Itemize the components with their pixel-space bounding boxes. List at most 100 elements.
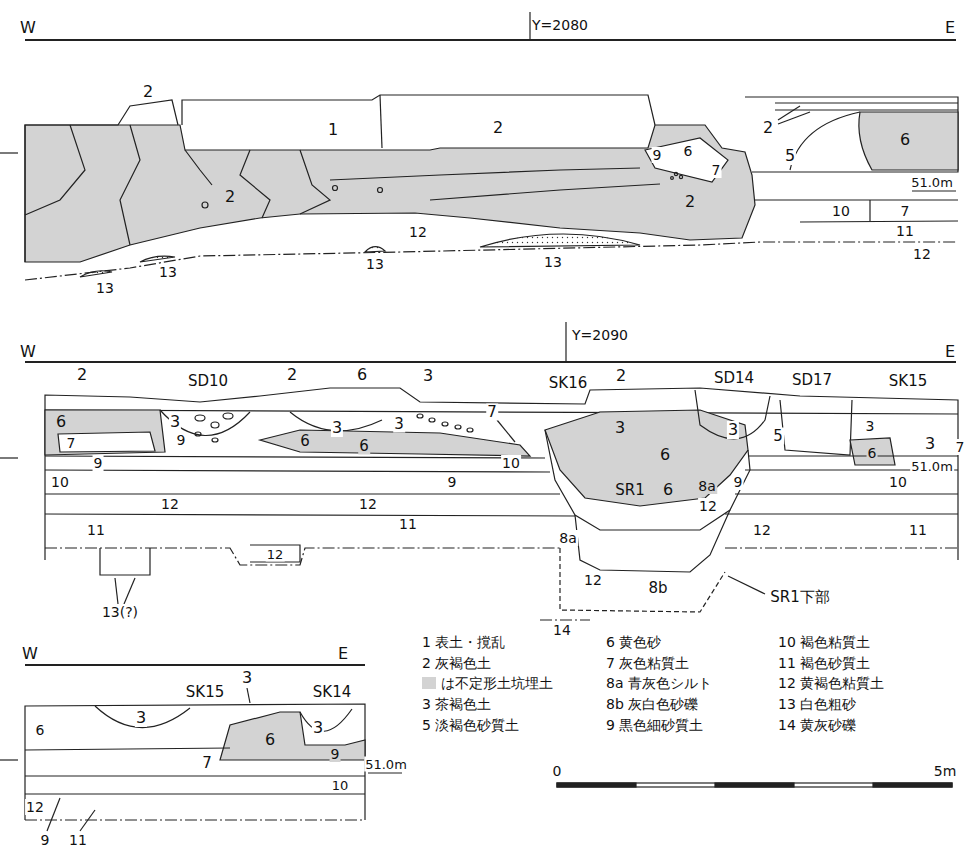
section-line [775, 102, 958, 103]
feature-label: SD17 [791, 372, 833, 389]
feature-label: SK15 [185, 684, 225, 701]
legend-entry: 9 黒色細砂質土 [606, 716, 703, 734]
section-line [45, 548, 560, 565]
section-line [755, 199, 958, 200]
feature-label: SD14 [713, 370, 755, 387]
layer-number: 6 [659, 446, 671, 464]
layer-number: 2 [142, 83, 154, 101]
feature-label: SD10 [187, 373, 229, 390]
layer-number: 9 [447, 474, 458, 490]
layer-number: 1 [327, 121, 339, 139]
section-line [497, 420, 515, 442]
grid-coordinate: Y=2090 [571, 327, 629, 343]
layer-number: 2 [492, 119, 504, 137]
legend-text: 2 灰褐色土 [422, 654, 491, 672]
section-line [850, 438, 895, 465]
lower-section [0, 665, 402, 831]
layer-number: 6 [35, 722, 46, 738]
section-line [859, 112, 958, 170]
layer-number: 11 [895, 223, 915, 239]
layer-number: 11 [908, 522, 928, 538]
section-line [671, 177, 674, 180]
section-line [728, 576, 765, 594]
section-line [25, 793, 365, 794]
legend-entry: 5 淡褐色砂質土 [422, 716, 519, 734]
section-line [695, 390, 770, 439]
layer-number: 12 [266, 547, 285, 562]
layer-number: 2 [684, 193, 696, 211]
section-line [645, 138, 728, 182]
legend-entry: 12 黄褐色粘質土 [778, 674, 884, 692]
section-line [124, 578, 135, 604]
layer-number: 13 [95, 280, 115, 296]
layer-number: 6 [683, 143, 694, 159]
layer-number: 3 [727, 421, 739, 439]
section-line [430, 184, 660, 200]
section-line [873, 783, 952, 787]
layer-number: 12 [752, 522, 772, 538]
section-line [442, 422, 448, 426]
section-line [800, 221, 958, 222]
section-line [748, 455, 958, 456]
layer-number: 13 [158, 264, 178, 280]
section-line [745, 97, 958, 172]
layer-number: 2 [286, 366, 298, 384]
legend-entry: 3 茶褐色土 [422, 695, 491, 713]
section-line [467, 428, 473, 432]
section-line [212, 438, 218, 442]
section-line [80, 810, 95, 831]
section-line [540, 619, 590, 620]
layer-number: 12 [583, 572, 603, 588]
layer-number: 3 [135, 709, 147, 727]
section-line [25, 819, 365, 820]
section-line [25, 242, 958, 280]
section-line [0, 759, 18, 760]
layer-number: 10 [501, 455, 521, 471]
section-line [557, 783, 952, 787]
layer-number: 6 [264, 731, 276, 749]
legend-text: 14 黄灰砂礫 [778, 716, 856, 734]
legend-entry: 6 黄色砂 [606, 633, 661, 651]
scale-bar [557, 783, 952, 787]
layer-number: 2 [76, 366, 88, 384]
layer-number: 9 [176, 432, 187, 448]
section-line [25, 125, 85, 215]
legend-text: 6 黄色砂 [606, 633, 661, 651]
legend-entry: 8a 青灰色シルト [606, 674, 712, 692]
layer-number: 3 [614, 419, 626, 437]
layer-number: 7 [66, 435, 77, 451]
section-line [545, 430, 750, 530]
layer-number: 11 [68, 832, 88, 848]
legend-text: 9 黒色細砂質土 [606, 716, 703, 734]
section-line [25, 39, 956, 41]
layer-number: 8a [558, 530, 578, 546]
legend-swatch [422, 677, 436, 689]
section-line [202, 202, 208, 208]
legend-text: 5 淡褐色砂質土 [422, 716, 519, 734]
layer-number: 9 [330, 746, 341, 762]
section-line [429, 418, 435, 422]
section-line [565, 322, 566, 362]
layer-number: 3 [924, 435, 936, 453]
section-line [0, 152, 18, 153]
legend-entry: 11 褐色砂質土 [778, 654, 870, 672]
layer-number: 8b [647, 580, 668, 597]
section-line [240, 150, 270, 218]
section-line [560, 548, 725, 612]
legend-entry: は不定形土坑埋土 [422, 674, 553, 692]
layer-number: 3 [241, 669, 253, 687]
section-line [45, 410, 165, 455]
section-line [250, 545, 300, 562]
section-line [725, 547, 958, 548]
layer-number: 7 [900, 203, 911, 219]
section-line [455, 425, 461, 429]
section-line [45, 514, 575, 516]
section-line [715, 783, 794, 787]
section-line [260, 430, 530, 456]
legend-text: 11 褐色砂質土 [778, 654, 870, 672]
layer-number: 9 [733, 474, 744, 490]
elevation-label: 51.0m [364, 757, 408, 772]
layer-number: 14 [552, 622, 572, 638]
section-line [778, 106, 800, 120]
section-line [25, 361, 956, 363]
